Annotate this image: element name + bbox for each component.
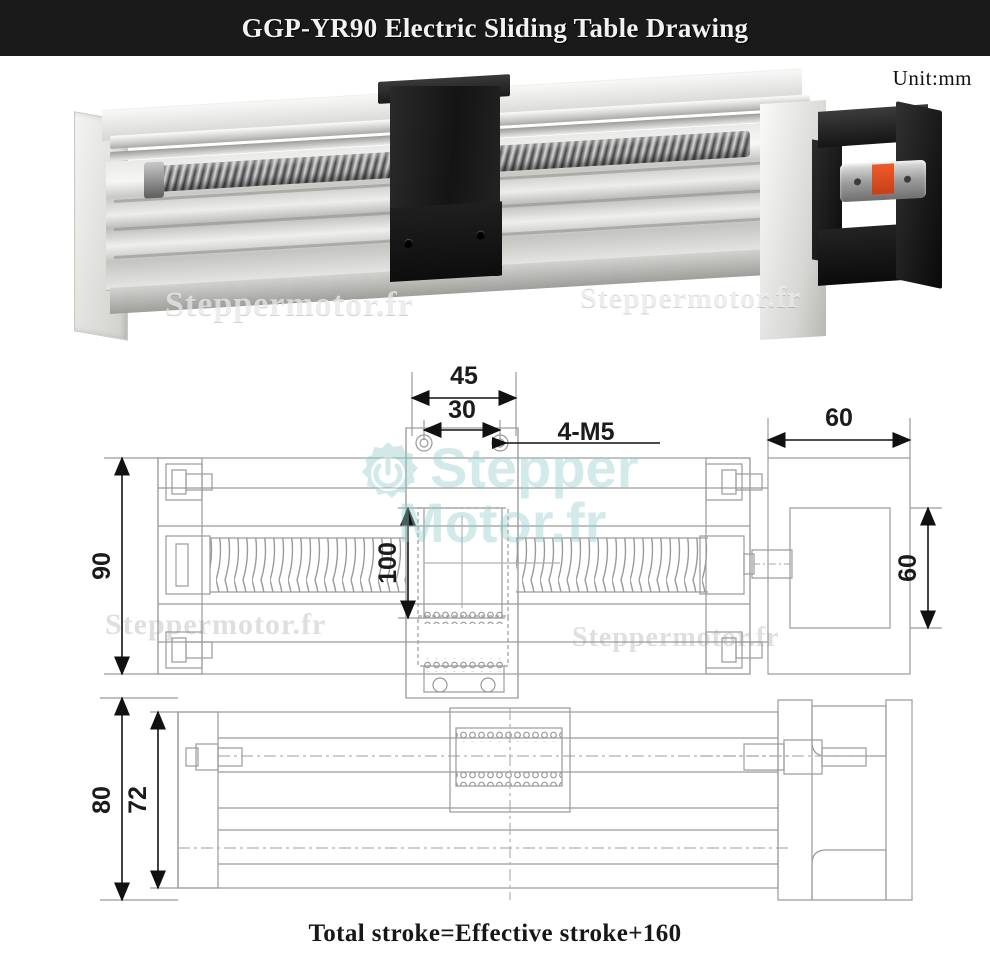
page-title: GGP-YR90 Electric Sliding Table Drawing [241, 12, 749, 43]
product-photo: Steppermotor.fr Steppermotor.fr [60, 68, 960, 341]
photo-screw-end-nut [144, 161, 164, 199]
photo-coupling-setscrew-1 [854, 178, 861, 186]
dim-label-45: 45 [450, 362, 478, 390]
dim-label-60-horizontal: 60 [825, 404, 853, 432]
photo-coupling-setscrew-2 [904, 175, 911, 183]
dim-label-90: 90 [88, 552, 116, 580]
photo-motor-bracket [812, 101, 962, 346]
photo-coupling-spider-insert [872, 163, 894, 195]
dim-label-100: 100 [374, 542, 402, 584]
dim-label-4-m5: 4-M5 [558, 418, 615, 446]
dim-label-72: 72 [124, 786, 152, 814]
dim-label-80: 80 [88, 786, 116, 814]
dim-label-30: 30 [448, 396, 476, 424]
technical-drawing: Stepper Motor.fr [0, 340, 990, 956]
photo-carriage-bolt-2 [476, 230, 485, 240]
dim-label-60-vertical: 60 [894, 554, 922, 582]
page-title-bar: GGP-YR90 Electric Sliding Table Drawing [0, 0, 990, 56]
unit-label: Unit:mm [892, 66, 972, 90]
photo-carriage-bolt-1 [404, 238, 413, 249]
drawing-caption: Total stroke=Effective stroke+160 [308, 920, 682, 947]
drawing-canvas: 45 30 4-M5 90 100 60 60 80 72 [88, 362, 942, 902]
photo-carriage-front-face [390, 201, 502, 282]
